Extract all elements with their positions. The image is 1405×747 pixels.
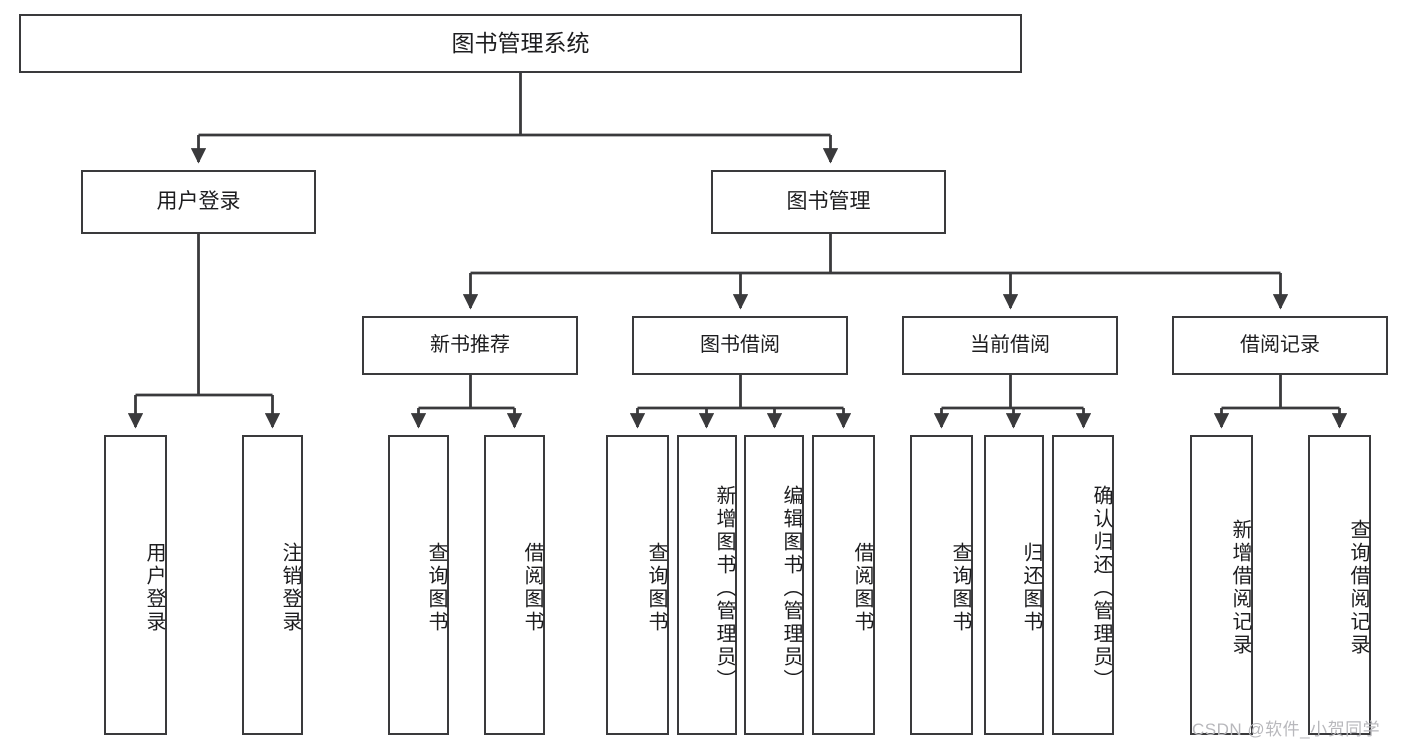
- node-leaf-query-book-2-label: 查询图书: [645, 542, 667, 634]
- node-book-manage[interactable]: 图书管理: [711, 170, 946, 234]
- node-leaf-query-book-2[interactable]: 查询图书: [606, 435, 669, 735]
- node-leaf-logout-login[interactable]: 注销登录: [242, 435, 303, 735]
- node-user-login[interactable]: 用户登录: [81, 170, 316, 234]
- node-leaf-add-book-admin[interactable]: 新增图书（管理员）: [677, 435, 737, 735]
- node-leaf-return-book-label: 归还图书: [1020, 542, 1042, 634]
- node-borrow-record-label: 借阅记录: [1240, 334, 1320, 356]
- node-leaf-user-login-label: 用户登录: [143, 542, 165, 634]
- node-new-book-recommend[interactable]: 新书推荐: [362, 316, 578, 375]
- node-leaf-add-book-admin-label: 新增图书（管理员）: [713, 484, 735, 692]
- node-book-borrow-label: 图书借阅: [700, 334, 780, 356]
- node-user-login-label: 用户登录: [156, 189, 241, 213]
- node-leaf-edit-book-admin[interactable]: 编辑图书（管理员）: [744, 435, 804, 735]
- node-leaf-edit-book-admin-label: 编辑图书（管理员）: [780, 484, 802, 692]
- node-leaf-confirm-return-admin[interactable]: 确认归还（管理员）: [1052, 435, 1114, 735]
- node-leaf-query-borrow-record-label: 查询借阅记录: [1347, 519, 1369, 657]
- node-leaf-query-book-1[interactable]: 查询图书: [388, 435, 449, 735]
- node-leaf-borrow-book-2-label: 借阅图书: [851, 542, 873, 634]
- node-root-label: 图书管理系统: [451, 30, 590, 57]
- node-book-borrow[interactable]: 图书借阅: [632, 316, 848, 375]
- node-current-borrow-label: 当前借阅: [970, 334, 1050, 356]
- node-leaf-query-borrow-record[interactable]: 查询借阅记录: [1308, 435, 1371, 735]
- node-leaf-borrow-book-2[interactable]: 借阅图书: [812, 435, 875, 735]
- node-borrow-record[interactable]: 借阅记录: [1172, 316, 1388, 375]
- csdn-watermark: CSDN @软件_小贺同学: [1192, 720, 1381, 739]
- node-leaf-confirm-return-admin-label: 确认归还（管理员）: [1090, 484, 1112, 692]
- node-leaf-borrow-book-1-label: 借阅图书: [521, 542, 543, 634]
- node-leaf-add-borrow-record[interactable]: 新增借阅记录: [1190, 435, 1253, 735]
- node-root[interactable]: 图书管理系统: [19, 14, 1022, 73]
- node-leaf-user-login[interactable]: 用户登录: [104, 435, 167, 735]
- node-leaf-query-book-3-label: 查询图书: [949, 542, 971, 634]
- node-leaf-return-book[interactable]: 归还图书: [984, 435, 1044, 735]
- node-leaf-borrow-book-1[interactable]: 借阅图书: [484, 435, 545, 735]
- node-leaf-query-book-3[interactable]: 查询图书: [910, 435, 973, 735]
- node-leaf-add-borrow-record-label: 新增借阅记录: [1229, 519, 1251, 657]
- node-leaf-logout-login-label: 注销登录: [279, 542, 301, 634]
- node-new-book-recommend-label: 新书推荐: [430, 334, 510, 356]
- node-leaf-query-book-1-label: 查询图书: [425, 542, 447, 634]
- node-current-borrow[interactable]: 当前借阅: [902, 316, 1118, 375]
- node-book-manage-label: 图书管理: [786, 189, 871, 213]
